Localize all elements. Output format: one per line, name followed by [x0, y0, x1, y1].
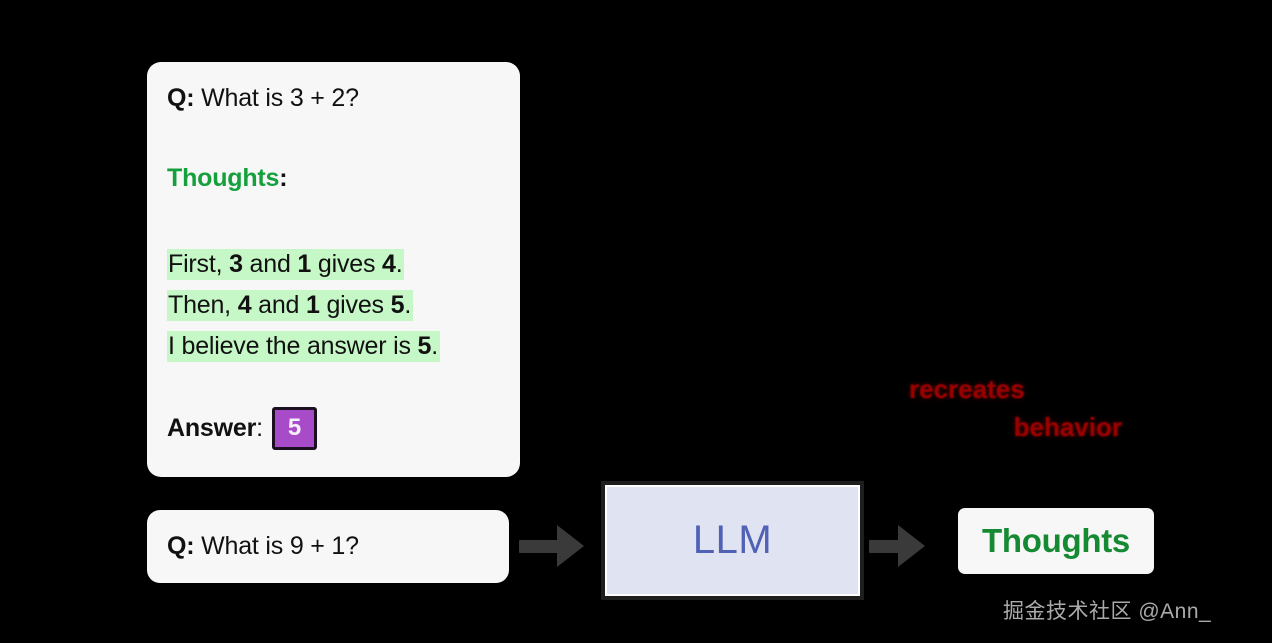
arrow-shaft: [519, 539, 558, 553]
thoughts-heading: Thoughts:: [167, 164, 500, 193]
annotation-line-2: behavior: [1013, 412, 1122, 442]
step-verb: gives: [311, 250, 382, 278]
annotation-recreates-behavior: recreates behavior: [905, 370, 1140, 446]
arrow-shaft: [869, 539, 899, 553]
step-prefix: First,: [168, 250, 230, 278]
answer-value-badge: 5: [271, 407, 318, 450]
query-label: Q:: [167, 532, 195, 560]
arrow-right-icon-output: [869, 525, 925, 567]
output-thoughts-box: Thoughts: [958, 508, 1154, 574]
thought-step: First, 3 and 1 gives 4.: [167, 244, 500, 285]
query-line: Q: What is 9 + 1?: [167, 532, 359, 561]
answer-colon: :: [256, 414, 263, 442]
llm-block: LLM: [601, 481, 864, 600]
example-question-text: What is 3 + 2?: [194, 84, 359, 112]
example-question-line: Q: What is 3 + 2?: [167, 84, 500, 113]
step-result: 5: [417, 332, 432, 360]
example-question-label: Q:: [167, 84, 195, 112]
answer-line: Answer: 5: [167, 407, 500, 450]
step-period: .: [431, 332, 438, 360]
llm-label: LLM: [692, 518, 773, 562]
step-period: .: [395, 250, 403, 278]
step-operand-a: 4: [237, 291, 252, 319]
step-prefix: Then,: [168, 291, 238, 319]
arrow-right-icon-input: [519, 525, 584, 567]
thoughts-heading-colon: :: [279, 164, 288, 192]
thought-step: I believe the answer is 5.: [167, 326, 500, 367]
thought-step: Then, 4 and 1 gives 5.: [167, 285, 500, 326]
answer-label: Answer: [167, 414, 257, 442]
query-input-box: Q: What is 9 + 1?: [147, 510, 509, 583]
step-operand-b: 1: [297, 250, 312, 278]
annotation-line-1: recreates: [909, 374, 1025, 404]
thought-steps-list: First, 3 and 1 gives 4. Then, 4 and 1 gi…: [167, 244, 500, 367]
step-period: .: [404, 291, 412, 319]
llm-panel: LLM: [607, 487, 858, 594]
step-operand-a: 3: [229, 250, 243, 278]
query-text: What is 9 + 1?: [194, 532, 359, 560]
arrow-head: [898, 525, 925, 567]
step-result: 4: [382, 250, 396, 278]
output-thoughts-label: Thoughts: [982, 522, 1130, 559]
step-mid: and: [242, 250, 298, 278]
thoughts-heading-word: Thoughts: [167, 164, 280, 192]
arrow-head: [557, 525, 584, 567]
step-result: 5: [390, 291, 405, 319]
step-operand-b: 1: [306, 291, 320, 319]
step-verb: gives: [319, 291, 391, 319]
llm-inner-frame: LLM: [605, 485, 860, 596]
prompt-example-card: Q: What is 3 + 2? Thoughts: First, 3 and…: [147, 62, 520, 477]
step-prefix: I believe the answer is: [168, 332, 418, 360]
watermark: 掘金技术社区 @Ann_: [1003, 600, 1212, 623]
step-mid: and: [251, 291, 307, 319]
